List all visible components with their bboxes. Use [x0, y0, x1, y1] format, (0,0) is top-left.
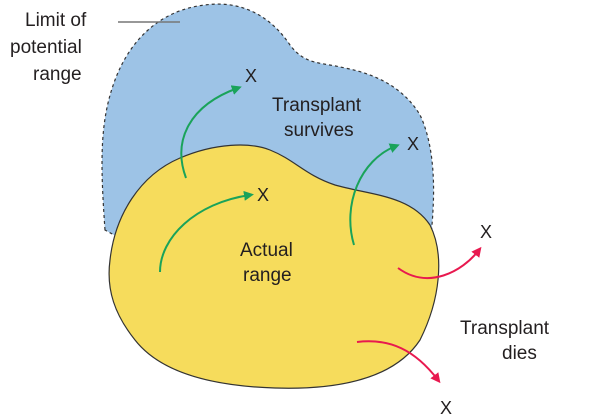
- actual-label-line2: range: [243, 265, 292, 286]
- die-arrow-2: [356, 340, 441, 384]
- x-marker: X: [480, 222, 492, 242]
- actual-range-area: [108, 144, 440, 389]
- actual-label-line1: Actual: [240, 240, 293, 261]
- limit-label-line2: potential: [10, 37, 82, 58]
- x-marker: X: [257, 185, 269, 205]
- survives-label-line1: Transplant: [272, 95, 362, 116]
- survive-arrow-3: [349, 143, 400, 246]
- survives-label-line2: survives: [284, 120, 354, 141]
- x-marker: X: [440, 398, 452, 418]
- dies-label-line2: dies: [502, 343, 537, 364]
- survive-arrow-1: [180, 85, 242, 179]
- survive-arrow-2: [159, 190, 254, 273]
- limit-label-line1: Limit of: [25, 10, 87, 31]
- dies-label-line1: Transplant: [460, 318, 550, 339]
- die-arrow-1: [397, 246, 482, 279]
- limit-label-line3: range: [33, 64, 82, 85]
- x-marker: X: [245, 66, 257, 86]
- x-marker: X: [407, 134, 419, 154]
